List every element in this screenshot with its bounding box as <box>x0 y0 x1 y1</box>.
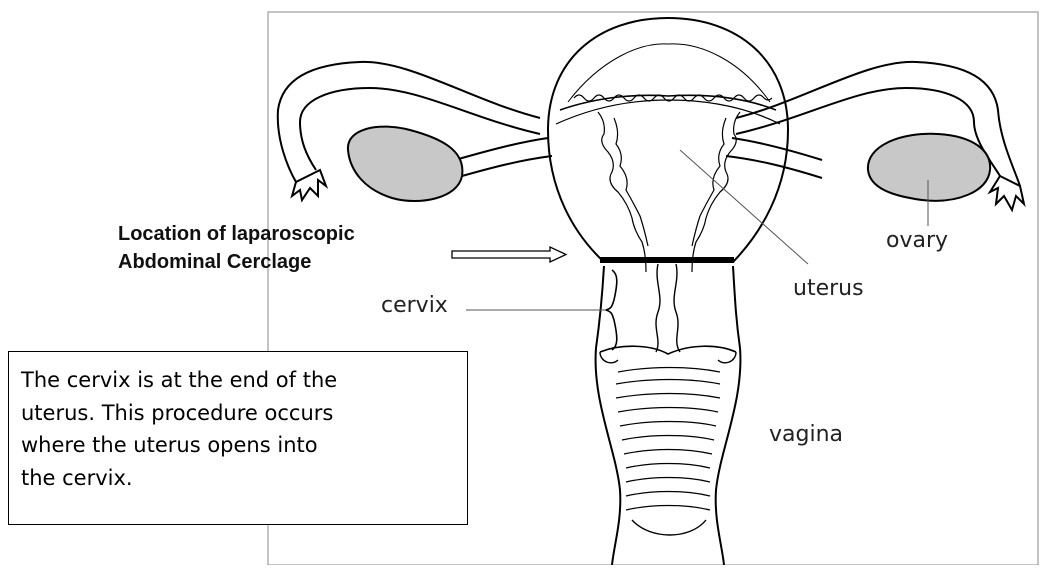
cervix-label: cervix <box>381 293 448 318</box>
ovary-left-shape <box>348 127 462 201</box>
uterus-label: uterus <box>793 276 864 301</box>
ovarian-ligaments <box>455 138 822 178</box>
cervix-shape <box>596 264 740 352</box>
cerclage-label-line2: Abdominal Cerclage <box>118 248 355 276</box>
vaginal-rugae <box>616 368 720 511</box>
explanation-note-box: The cervix is at the end of the uterus. … <box>8 351 468 525</box>
explanation-note-text: The cervix is at the end of the uterus. … <box>21 364 455 494</box>
cerclage-arrow <box>452 247 566 262</box>
note-line-3: where the uterus opens into <box>21 433 318 457</box>
cervix-bracket <box>606 270 617 350</box>
cerclage-band <box>600 257 734 263</box>
cerclage-location-label: Location of laparoscopic Abdominal Cercl… <box>118 220 355 276</box>
uterine-lining <box>556 44 780 124</box>
note-line-1: The cervix is at the end of the <box>21 368 337 392</box>
note-line-4: the cervix. <box>21 466 133 490</box>
vagina-label: vagina <box>769 422 843 447</box>
uterus-body <box>548 18 788 262</box>
note-line-2: uterus. This procedure occurs <box>21 401 333 425</box>
ovary-label: ovary <box>886 228 948 253</box>
cerclage-label-line1: Location of laparoscopic <box>118 220 355 248</box>
uterine-cavity <box>574 95 772 272</box>
ovary-right-shape <box>868 134 990 201</box>
